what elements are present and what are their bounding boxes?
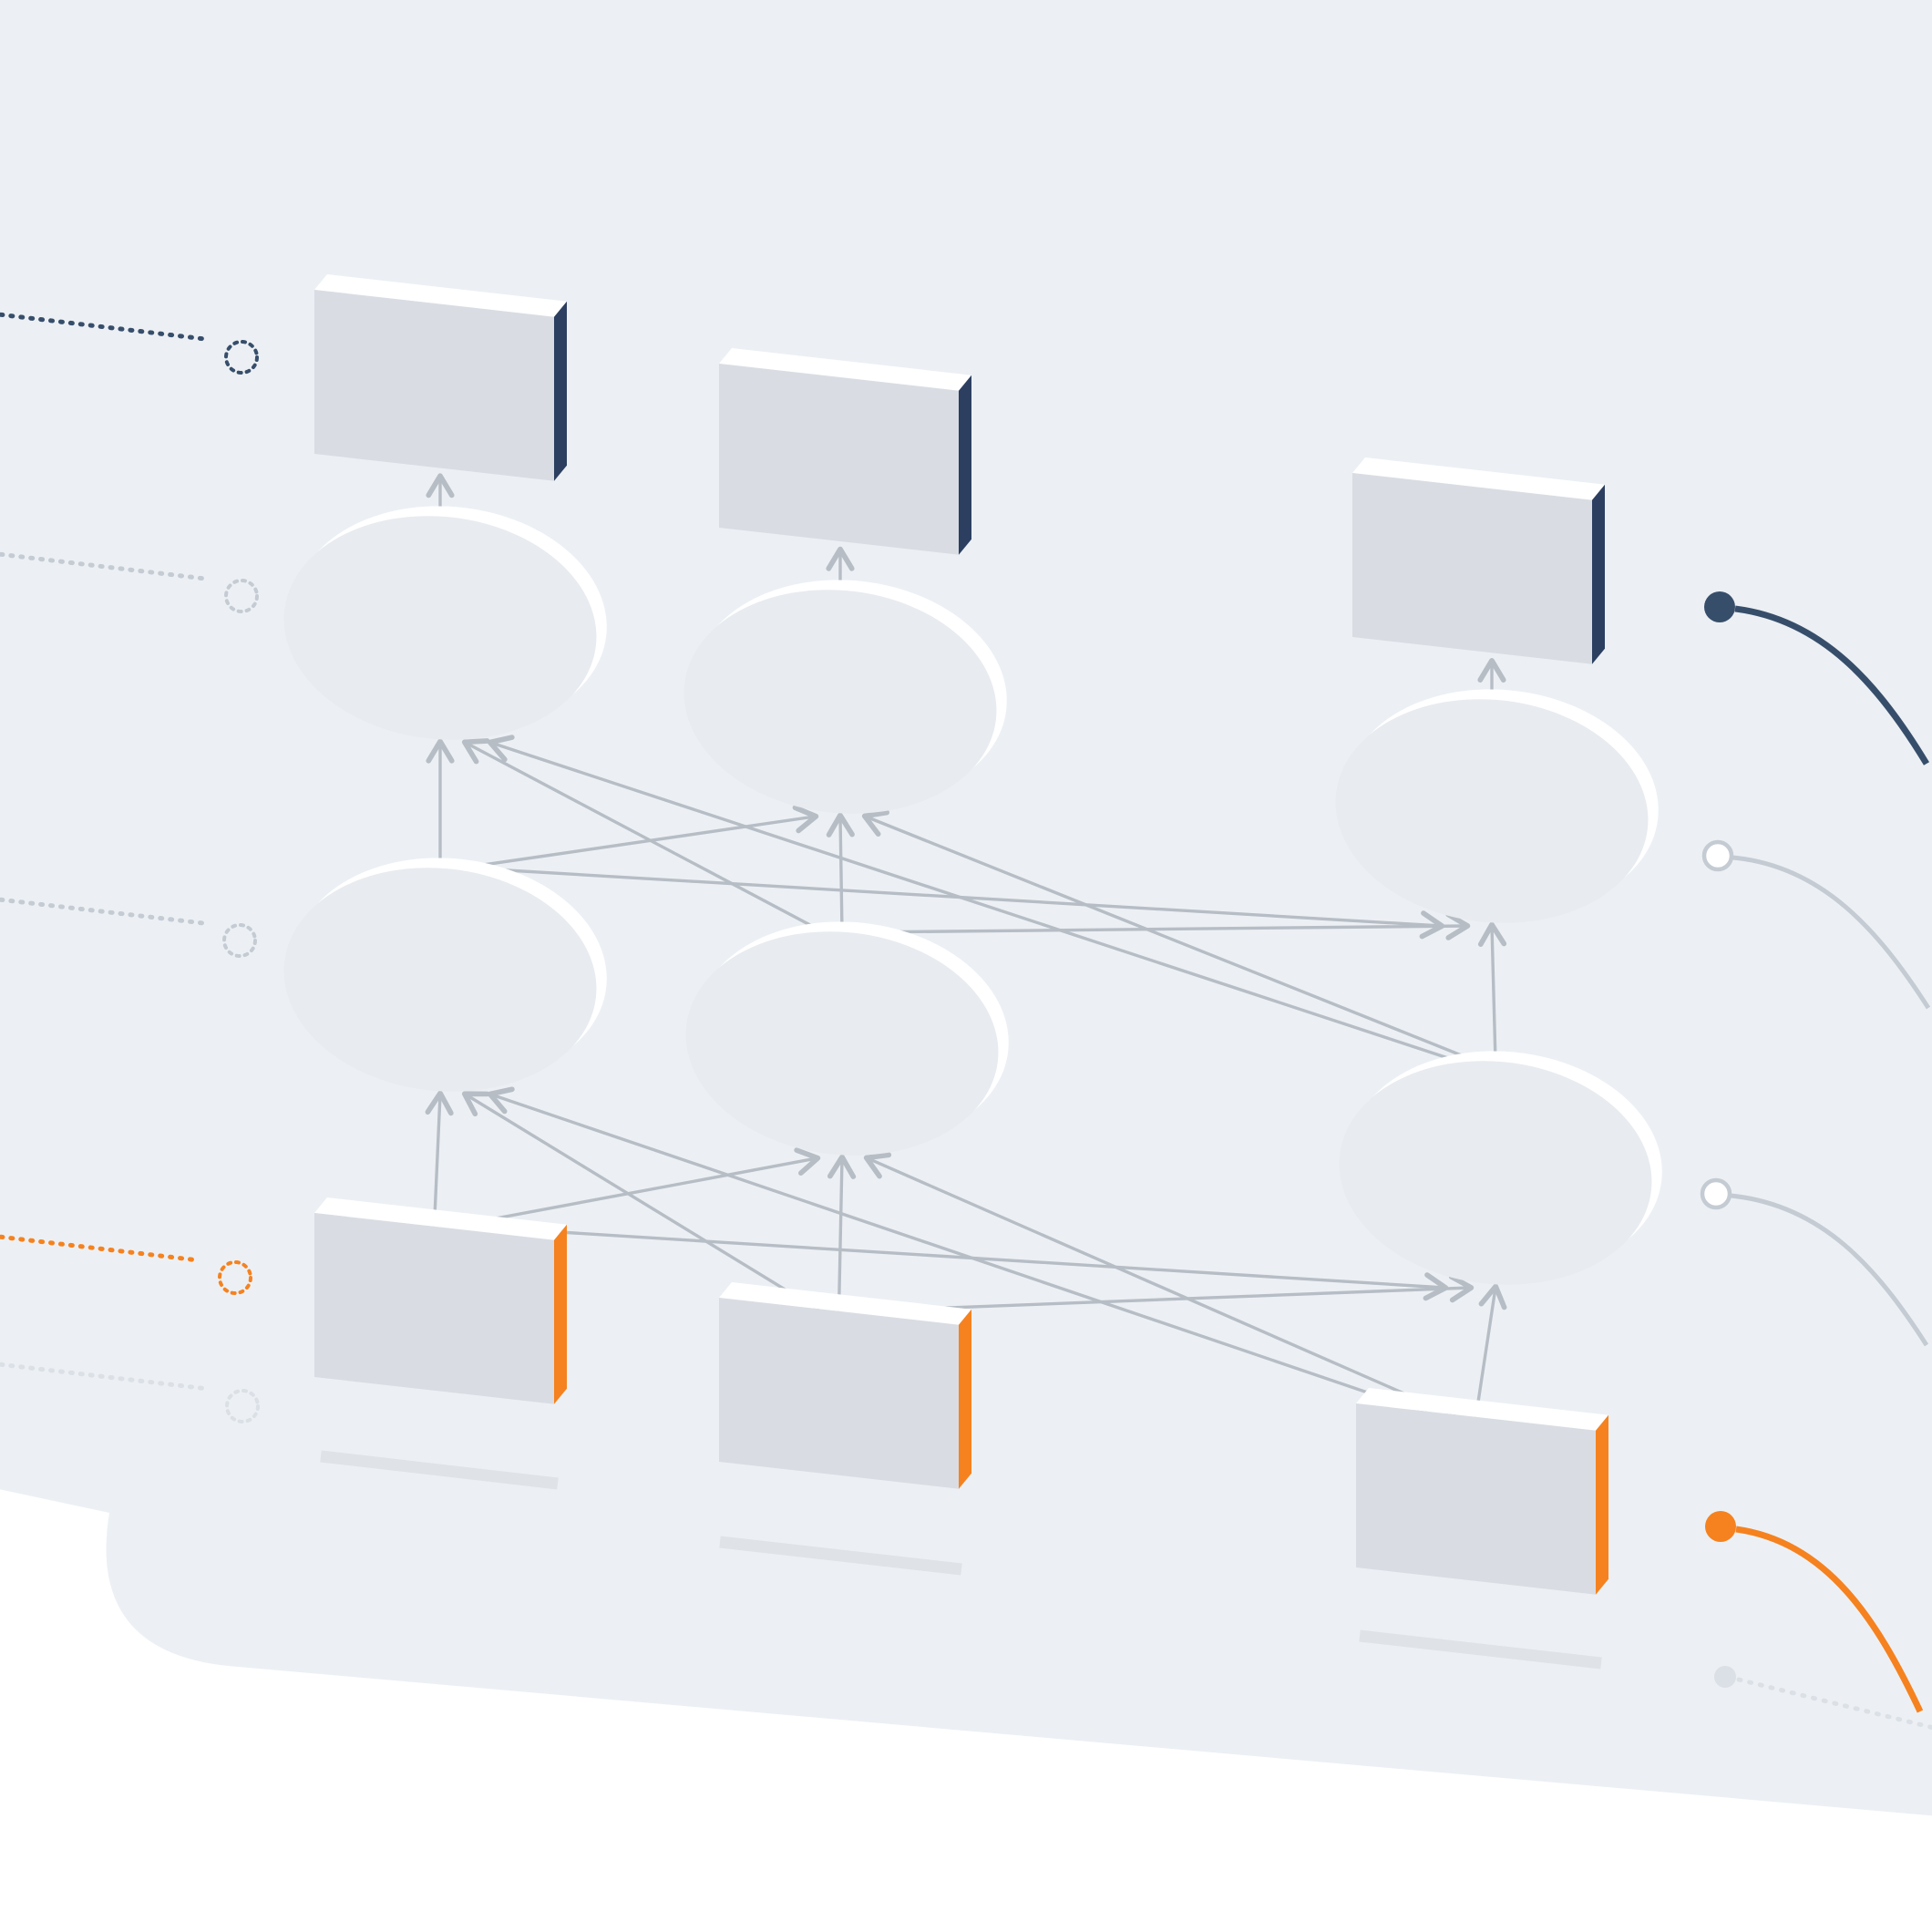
input-panel-3 — [1356, 1388, 1608, 1595]
right-connector-1 — [1704, 591, 1929, 766]
edge-input-2-2 — [1474, 1283, 1507, 1418]
connector-curve — [1732, 855, 1931, 1010]
node-face — [683, 590, 997, 814]
node-face — [1335, 699, 1649, 923]
panel-face — [719, 364, 959, 555]
filled-dot — [1705, 1511, 1736, 1542]
output-panel-1 — [314, 274, 567, 481]
panel-top-bevel — [1356, 1388, 1608, 1431]
edge-input-1-2 — [857, 1274, 1475, 1313]
edge-input-1-0 — [461, 1091, 822, 1313]
edge-hidden-1-0 — [461, 738, 825, 934]
panel-accent-edge — [1596, 1414, 1608, 1595]
panel-top-bevel — [1352, 457, 1605, 500]
node-face — [283, 868, 597, 1092]
edge-input-0-0 — [425, 1090, 454, 1227]
hollow-dot — [1701, 839, 1734, 872]
edge-input-1-1 — [827, 1154, 857, 1311]
left-connector-navy-1 — [0, 312, 259, 375]
panel-accent-edge — [959, 1309, 971, 1489]
edges-layer — [425, 473, 1507, 1419]
panel-top-bevel — [719, 1282, 971, 1325]
panel-top-bevel — [314, 274, 567, 317]
right-connector-3 — [1700, 1177, 1929, 1347]
edge-hidden-2-1 — [861, 809, 1478, 1064]
left-connector-faint-5 — [0, 1362, 260, 1423]
connector-curve — [1736, 1677, 1932, 1731]
edge-input-2-0 — [487, 1086, 1441, 1419]
right-connector-5 — [1714, 1666, 1932, 1731]
edge-hidden-2-2 — [1477, 921, 1507, 1063]
hidden-node-lower-3 — [1339, 1051, 1662, 1285]
dashed-line — [0, 1362, 211, 1392]
node-face — [685, 931, 999, 1156]
panel-accent-edge — [959, 375, 971, 555]
reflection-bar-1 — [320, 1450, 559, 1490]
edge-input-2-1 — [863, 1152, 1459, 1419]
edge-hidden-1-1 — [826, 812, 855, 933]
left-connector-gray-3 — [0, 897, 257, 958]
filled-dot — [1714, 1666, 1736, 1688]
output-panel-3 — [1352, 457, 1605, 664]
dashed-circle — [225, 1389, 260, 1423]
filled-dot — [1704, 591, 1735, 622]
panel-top-bevel — [314, 1197, 567, 1240]
hidden-node-upper-3 — [1335, 689, 1659, 923]
hidden-node-lower-2 — [685, 921, 1009, 1156]
dashed-circle — [224, 340, 259, 375]
connector-curve — [1735, 1526, 1924, 1713]
right-connector-4 — [1705, 1511, 1924, 1713]
panel-accent-edge — [1592, 484, 1605, 664]
dashed-line — [0, 1234, 201, 1263]
dashed-line — [0, 312, 208, 342]
panel-accent-edge — [554, 301, 567, 481]
dashed-line — [0, 551, 208, 581]
panel-face — [314, 1213, 554, 1404]
hidden-node-upper-2 — [683, 580, 1007, 814]
panel-face — [719, 1298, 959, 1489]
panel-face — [1356, 1403, 1596, 1595]
reflection-bar-3 — [1359, 1629, 1602, 1670]
left-connector-orange-4 — [0, 1234, 252, 1295]
right-connector-2 — [1701, 839, 1931, 1010]
hidden-node-lower-1 — [283, 858, 607, 1092]
background-panel — [0, 0, 1932, 1816]
left-connector-gray-2 — [0, 551, 259, 613]
dashed-circle — [218, 1260, 252, 1295]
reflection-bar-2 — [719, 1536, 962, 1576]
output-panel-2 — [719, 348, 971, 555]
edge-hidden-1-2 — [859, 911, 1471, 940]
node-face — [283, 516, 597, 740]
edge-hidden-0-1 — [457, 805, 819, 870]
edge-input-0-2 — [470, 1225, 1449, 1301]
edge-input-0-1 — [452, 1147, 821, 1228]
node-face — [1339, 1061, 1652, 1285]
panel-top-bevel — [719, 348, 971, 391]
input-panel-2 — [719, 1282, 971, 1489]
edge-hidden-2-0 — [487, 735, 1460, 1064]
connector-curve — [1730, 1193, 1929, 1347]
hollow-dot — [1700, 1177, 1732, 1210]
dashed-circle — [222, 923, 257, 958]
connector-curve — [1734, 605, 1929, 766]
hidden-node-upper-1 — [283, 506, 607, 740]
panel-face — [1352, 473, 1592, 664]
panel-face — [314, 290, 554, 481]
input-panel-1 — [314, 1197, 567, 1404]
dashed-circle — [224, 579, 259, 613]
panel-accent-edge — [554, 1224, 567, 1404]
